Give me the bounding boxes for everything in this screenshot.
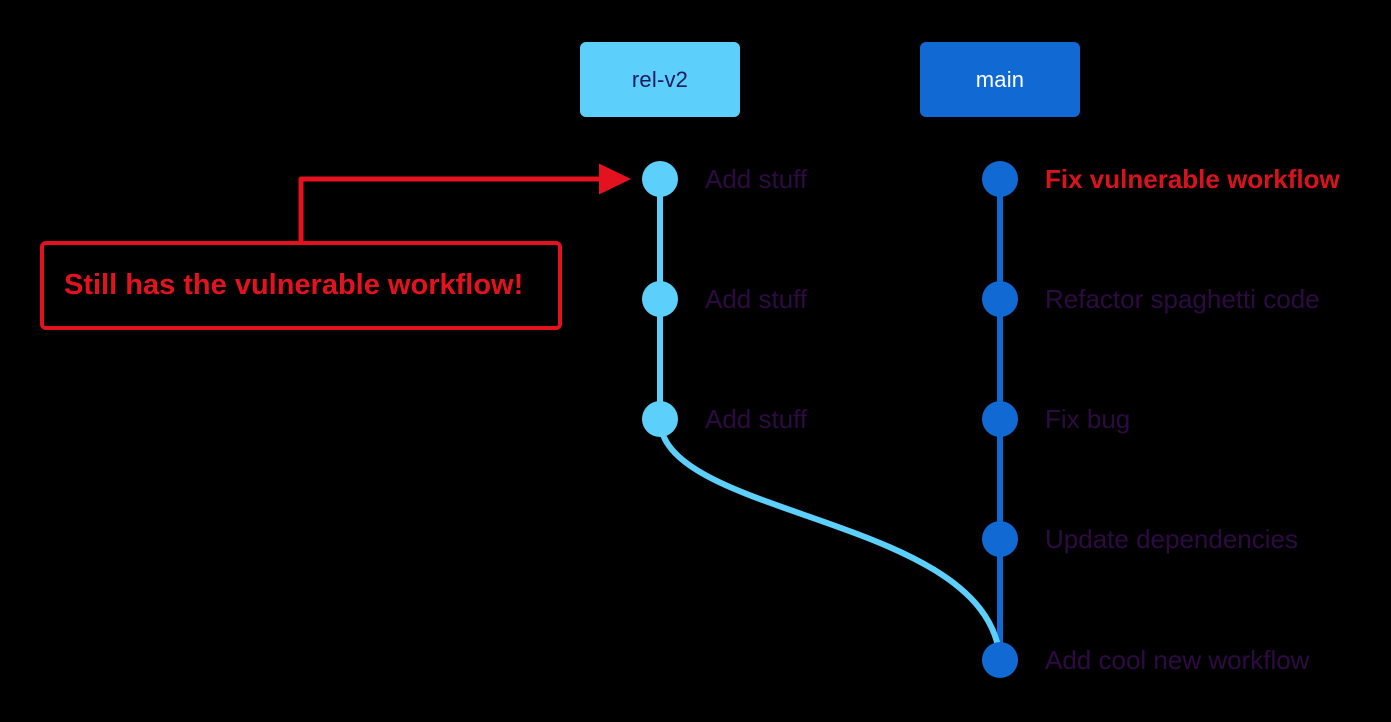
callout-arrow-group (298, 163, 632, 241)
commit-message-main-0: Fix vulnerable workflow (1045, 164, 1340, 194)
commit-message-rel-v2-2: Add stuff (705, 404, 808, 434)
branch-label-rel-v2[interactable]: rel-v2 (580, 42, 740, 117)
commit-node-main-3[interactable] (982, 521, 1018, 557)
commit-node-rel-v2-0[interactable] (642, 161, 678, 197)
commit-message-main-1: Refactor spaghetti code (1045, 284, 1320, 314)
callout-arrow (298, 163, 632, 241)
callout-text: Still has the vulnerable workflow! (64, 269, 524, 301)
commit-node-main-1[interactable] (982, 281, 1018, 317)
commit-node-rel-v2-1[interactable] (642, 281, 678, 317)
callout-box: Still has the vulnerable workflow! (40, 241, 562, 330)
commit-message-main-2: Fix bug (1045, 404, 1131, 434)
commit-message-main-4: Add cool new workflow (1045, 645, 1310, 675)
branch-label-main[interactable]: main (920, 42, 1080, 117)
branch-point-curve (657, 416, 1003, 663)
commit-message-rel-v2-1: Add stuff (705, 284, 808, 314)
branch-label-rel-v2-text: rel-v2 (631, 66, 689, 92)
commit-node-main-2[interactable] (982, 401, 1018, 437)
commit-node-rel-v2-2[interactable] (642, 401, 678, 437)
commit-message-main-3: Update dependencies (1045, 524, 1298, 554)
commit-node-main-4[interactable] (982, 642, 1018, 678)
branch-edges-group (657, 179, 1003, 663)
commit-message-rel-v2-0: Add stuff (705, 164, 808, 194)
commit-nodes-group (642, 161, 1018, 678)
commit-node-main-0[interactable] (982, 161, 1018, 197)
branch-label-main-text: main (975, 66, 1025, 92)
